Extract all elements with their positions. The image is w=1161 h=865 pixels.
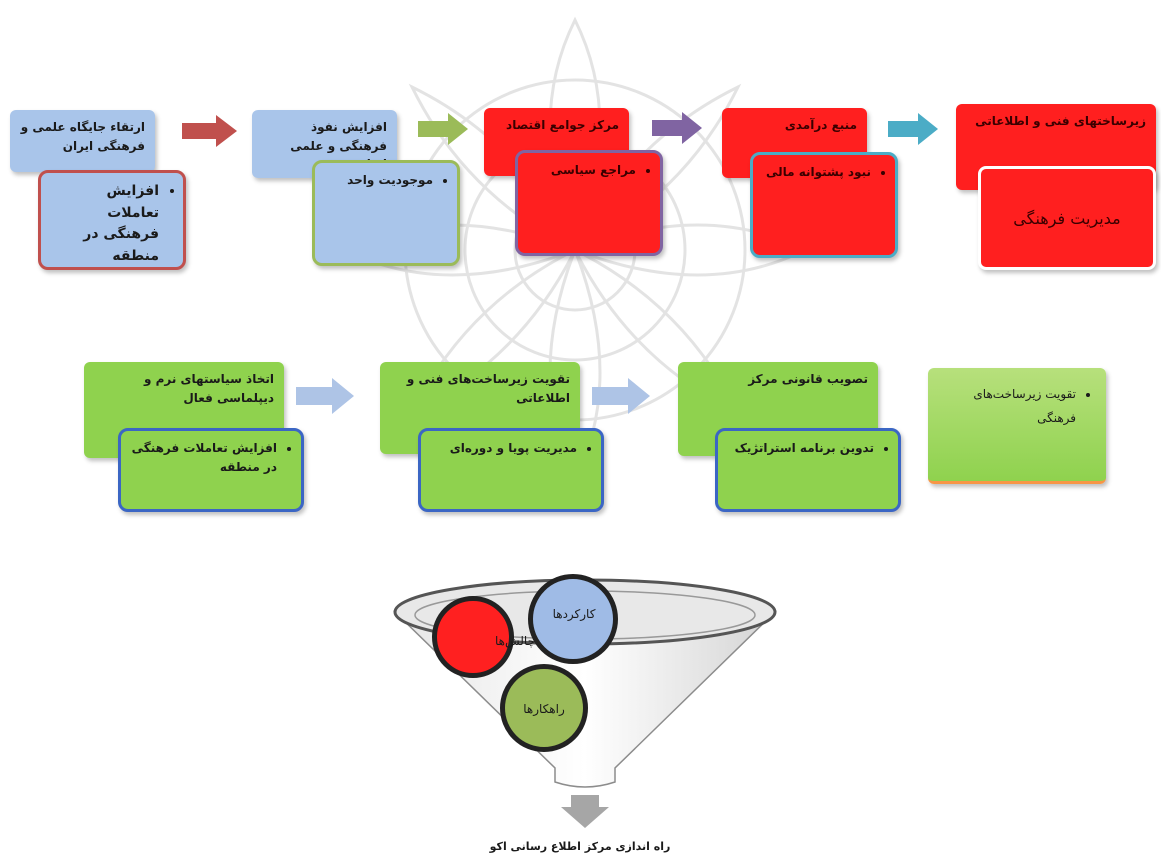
arrow-red <box>182 115 237 147</box>
row2-box-2-sub: مدیریت پویا و دوره‌ای <box>418 428 604 512</box>
row1-box-4-sub: نبود پشتوانه مالی <box>750 152 898 258</box>
row2-box-1-main-text: اتخاذ سیاستهای نرم و دیپلماسی فعال <box>143 372 274 405</box>
row1-box-3-sub-text: مراجع سیاسی <box>528 161 636 180</box>
row1-box-5-sub: مدیریت فرهنگی <box>978 166 1156 270</box>
circle-solutions <box>500 664 588 752</box>
row1-box-4-sub-text: نبود پشتوانه مالی <box>763 163 871 182</box>
row1-box-4-main-text: منبع درآمدی <box>784 118 857 132</box>
arrow-blue-1 <box>296 378 354 414</box>
row2-box-1-sub-text: افزایش تعاملات فرهنگی در منطقه <box>131 439 277 476</box>
arrow-blue-2 <box>592 378 650 414</box>
row1-box-1-sub: افزایش تعاملات فرهنگی در منطقه <box>38 170 186 270</box>
row2-box-3-sub-text: تدوین برنامه استراتژیک <box>728 439 874 458</box>
bottom-caption: راه اندازی مرکز اطلاع رسانی اکو <box>489 840 671 853</box>
arrow-green <box>418 113 468 145</box>
circle-challenges <box>432 596 514 678</box>
arrow-purple <box>652 112 702 144</box>
row1-box-5-main-text: زیرساختهای فنی و اطلاعاتی <box>975 114 1146 128</box>
circle-functions-label: کارکردها <box>552 607 596 621</box>
row1-box-5-sub-text: مدیریت فرهنگی <box>1013 209 1121 228</box>
row1-box-3-main-text: مرکز جوامع اقتصاد <box>506 118 619 132</box>
row1-box-2-main-text: افزایش نفوذ فرهنگی و علمی ایران <box>290 120 387 171</box>
row1-box-1-main-text: ارتقاء جایگاه علمی و فرهنگی ایران <box>20 120 145 153</box>
funnel-diagram <box>393 578 777 828</box>
row2-box-3-sub: تدوین برنامه استراتژیک <box>715 428 901 512</box>
row2-box-4-text: تقویت زیرساخت‌های فرهنگی <box>944 382 1076 430</box>
row2-box-4: تقویت زیرساخت‌های فرهنگی <box>928 368 1106 484</box>
row2-box-2-main-text: تقویت زیرساخت‌های فنی و اطلاعاتی <box>406 372 570 405</box>
row2-box-3-main-text: تصویب قانونی مرکز <box>748 372 868 386</box>
row1-box-1-main: ارتقاء جایگاه علمی و فرهنگی ایران <box>10 110 155 172</box>
arrow-teal <box>888 113 938 145</box>
row1-box-3-sub: مراجع سیاسی <box>515 150 663 256</box>
circle-challenges-label: چالش‌ها <box>494 634 535 648</box>
row2-box-1-sub: افزایش تعاملات فرهنگی در منطقه <box>118 428 304 512</box>
row1-box-1-sub-text: افزایش تعاملات فرهنگی در منطقه <box>51 181 159 268</box>
row1-box-2-sub-text: موجودیت واحد <box>325 171 433 190</box>
row1-box-2-sub: موجودیت واحد <box>312 160 460 266</box>
circle-functions <box>528 574 618 664</box>
row2-box-2-sub-text: مدیریت پویا و دوره‌ای <box>431 439 577 458</box>
circle-solutions-label: راهکارها <box>523 702 565 716</box>
